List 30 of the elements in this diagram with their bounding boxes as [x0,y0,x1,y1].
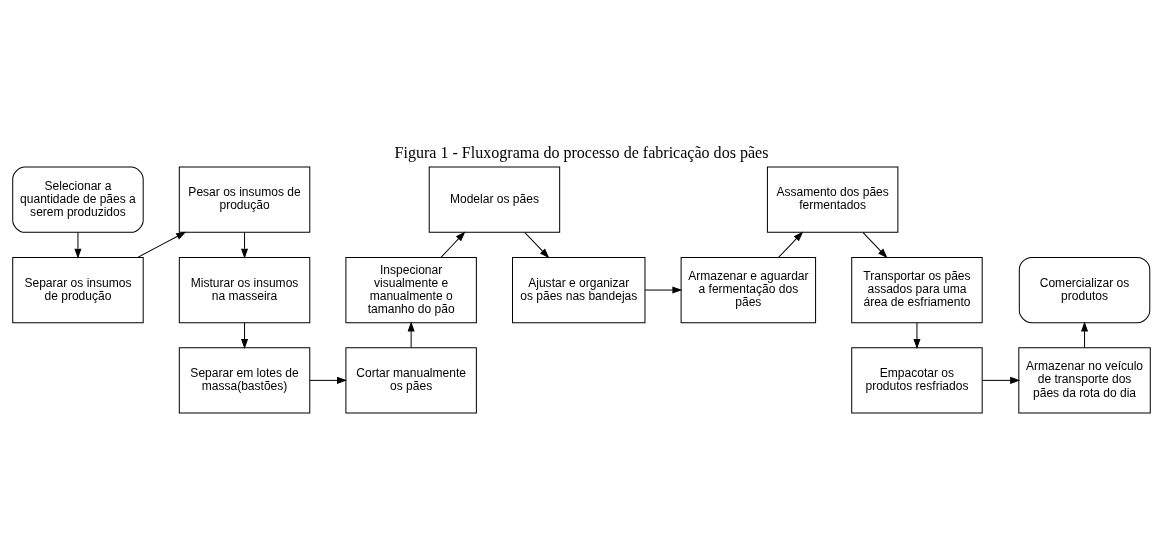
node-box: Selecionar a quantidade de pães a serem produzidos [12,166,144,233]
node-box: Comercializar os produtos [1018,256,1151,324]
node-box: Misturar os insumos na masseira [178,256,311,324]
arrow [981,377,1020,384]
node-box: Inspecionar visualmente e manualmente o tamanho do pão [345,256,477,324]
node-box: Ajustar e organizar os pães nas bandejas [512,256,646,324]
arrow [778,232,803,258]
arrow [137,231,186,258]
arrow [440,232,465,258]
node-box: Empacotar os produtos resfriados [851,347,983,414]
node-box: Armazenar no veículo de transporte dos pães da rota do dia [1018,347,1151,414]
node-box: Modelar os pães [428,166,561,233]
node-box: Armazenar e aguardar a fermentação dos pães [680,256,817,324]
arrow [862,232,888,258]
node-box: Separar os insumos de produção [12,256,144,324]
arrow [644,286,682,294]
node-box: Pesar os insumos de produção [178,166,311,233]
diagram-title: Figura 1 - Fluxograma do processo de fabricação dos pães [394,143,769,161]
arrow [1081,322,1088,349]
node-box: Separar em lotes de massa(bastões) [178,347,311,414]
arrow [241,322,248,349]
arrow [407,322,415,349]
arrow [524,232,549,258]
arrow [913,322,921,349]
node-box: Transportar os pães assados para uma área de esfriamento [851,256,983,324]
node-box: Cortar manualmente os pães [345,347,477,414]
arrow [241,232,248,258]
node-box: Assamento dos pães fermentados [766,166,899,233]
arrow [74,232,82,258]
arrow [309,377,347,384]
